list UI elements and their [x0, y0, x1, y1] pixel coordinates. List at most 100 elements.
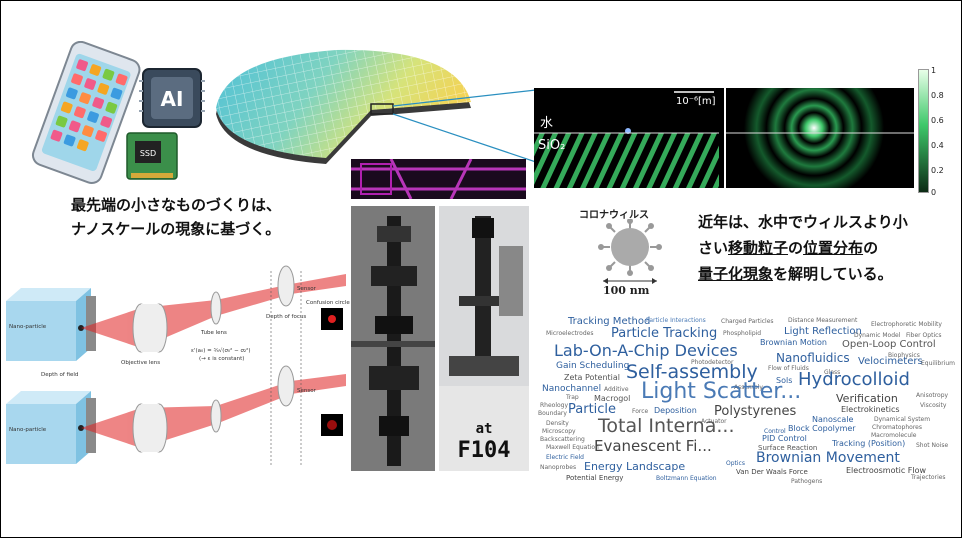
word-cloud-item: Polystyrenes	[714, 404, 797, 419]
laser-beam-photo	[351, 158, 526, 200]
word-cloud-item: Van Der Waals Force	[736, 468, 808, 476]
word-cloud-item: Block Copolymer	[788, 424, 856, 433]
word-cloud-item: Equilibrium	[921, 360, 955, 367]
word-cloud-item: Assembly	[734, 384, 763, 391]
word-cloud-item: Dynamical System	[874, 416, 931, 423]
ssd-icon: SSD	[126, 132, 178, 180]
water-label: 水	[540, 116, 554, 131]
word-cloud-item: Macrogol	[594, 394, 631, 403]
word-cloud-item: Actuator	[701, 418, 727, 425]
smartphone-icon	[31, 41, 141, 185]
word-cloud-item: Total Interna...	[598, 415, 735, 437]
lab-photo-top	[351, 158, 526, 200]
caption-left-line1: 最先端の小さなものづくりは、	[71, 196, 282, 214]
word-cloud-item: Chromatophores	[872, 424, 922, 431]
colorbar-ticks: 1 0.8 0.6 0.4 0.2 0	[931, 66, 961, 197]
simulation-panel: 10⁻⁶[m] 水 SiO₂	[534, 58, 914, 198]
word-cloud-item: Microscopy	[542, 428, 576, 435]
word-cloud-item: Distance Measurement	[788, 317, 858, 324]
substrate-label: SiO₂	[538, 138, 566, 153]
word-cloud-item: Nanoprobes	[540, 464, 577, 471]
label-equation-note: (→ ε is constant)	[199, 356, 244, 362]
colorbar-tick: 0.8	[931, 91, 944, 100]
word-cloud-item: Evanescent Fi...	[594, 437, 712, 455]
word-cloud-item: Nanochannel	[542, 384, 602, 394]
label-confusion-circle: Confusion circle	[306, 300, 350, 306]
label-nanoparticle: Nano-particle	[9, 427, 47, 433]
word-cloud-item: Gain Scheduling	[556, 361, 630, 371]
word-cloud-item: Electrokinetics	[841, 405, 900, 414]
microscope-photo-left	[351, 206, 435, 471]
word-cloud-item: Velocimeters	[858, 356, 923, 367]
lab-photo-left	[351, 206, 435, 471]
microscope-photo-right	[439, 206, 529, 386]
word-cloud-item: Trap	[566, 394, 579, 401]
word-cloud-item: Viscosity	[920, 402, 947, 409]
word-cloud-item: Nanofluidics	[776, 351, 850, 365]
word-cloud-item: Electroosmotic Flow	[846, 466, 927, 475]
ai-chip-label: AI	[161, 87, 184, 111]
word-cloud-item: Brownian Motion	[760, 338, 827, 347]
word-cloud-item: Anisotropy	[916, 392, 949, 399]
colorbar-tick: 0.6	[931, 116, 944, 125]
word-cloud-item: Macromolecule	[871, 432, 917, 439]
colorbar-tick: 0	[931, 188, 937, 197]
scale-label: 10⁻⁶[m]	[676, 96, 716, 107]
word-cloud-item: Deposition	[654, 406, 697, 415]
word-cloud-item: Energy Landscape	[584, 460, 686, 473]
word-cloud-item: Microelectrodes	[546, 330, 594, 337]
caption-text: の	[863, 239, 879, 257]
word-cloud-item: Force	[632, 408, 649, 415]
lab-photo-right: at F104	[439, 206, 529, 471]
word-cloud-item: Particle Tracking	[611, 326, 718, 341]
word-cloud-item: Control	[764, 428, 786, 435]
word-cloud-item: Tracking (Position)	[832, 439, 906, 448]
word-cloud-item: Rheology	[540, 402, 569, 409]
keyword-cloud: Tracking Method Particle Interactions Ch…	[536, 313, 956, 485]
label-objective-lens: Objective lens	[121, 360, 160, 366]
caption-right-line3: 量子化現象を解明している。	[698, 261, 948, 287]
word-cloud-item: Pathogens	[791, 478, 823, 485]
colorbar	[918, 69, 929, 193]
caption-left: 最先端の小さなものづくりは、 ナノスケールの現象に基づく。	[71, 193, 331, 241]
word-cloud-item: Shot Noise	[916, 442, 949, 449]
lab-room-label: F104	[457, 438, 511, 463]
word-cloud-item: Potential Energy	[566, 474, 624, 482]
coronavirus-icon	[598, 219, 662, 284]
caption-text: を解明している。	[773, 265, 893, 283]
word-cloud-item: Light Reflection	[784, 326, 862, 337]
word-cloud-item: Verification	[836, 392, 898, 405]
word-cloud-item: Density	[546, 420, 569, 427]
caption-right-line2: さい移動粒子の位置分布の	[698, 235, 948, 261]
word-cloud-item: Surface Reaction	[758, 444, 818, 452]
word-cloud-item: Lab-On-A-Chip Devices	[554, 341, 738, 360]
ssd-label: SSD	[140, 149, 156, 158]
caption-text: の	[788, 239, 804, 257]
sample-cube-upper	[6, 288, 96, 361]
label-sensor: Sensor	[297, 286, 317, 292]
ai-chip-icon: AI	[139, 68, 205, 128]
word-cloud-item: Brownian Movement	[756, 450, 900, 466]
colorbar-tick: 1	[931, 66, 937, 75]
label-depth-of-focus: Depth of focus	[266, 314, 306, 320]
word-cloud-item: Maxwell Equation	[546, 444, 599, 451]
caption-left-line2: ナノスケールの現象に基づく。	[71, 220, 281, 238]
word-cloud-item: Particle Interactions	[646, 317, 706, 324]
word-cloud-item: Photodetector	[691, 359, 734, 366]
lab-at-label: at	[475, 421, 493, 437]
colorbar-tick: 0.4	[931, 141, 944, 150]
label-nanoparticle: Nano-particle	[9, 324, 47, 330]
colorbar-tick: 0.2	[931, 166, 944, 175]
silicon-wafer-image	[216, 49, 536, 164]
word-cloud-item: Light Scatter...	[641, 379, 802, 404]
field-simulation-plot	[534, 58, 914, 198]
caption-underlined-text: 量子化現象	[698, 265, 774, 283]
caption-underlined-text: 位置分布	[803, 239, 864, 257]
word-cloud-item: Open-Loop Control	[842, 339, 936, 350]
word-cloud-item: Boundary	[538, 410, 567, 417]
word-cloud-item: Phospholipid	[723, 330, 762, 337]
word-cloud-item: Charged Particles	[721, 318, 774, 325]
word-cloud-item: Backscattering	[540, 436, 585, 443]
caption-text: さい	[698, 239, 729, 257]
virus-title: コロナウィルス	[579, 210, 649, 221]
